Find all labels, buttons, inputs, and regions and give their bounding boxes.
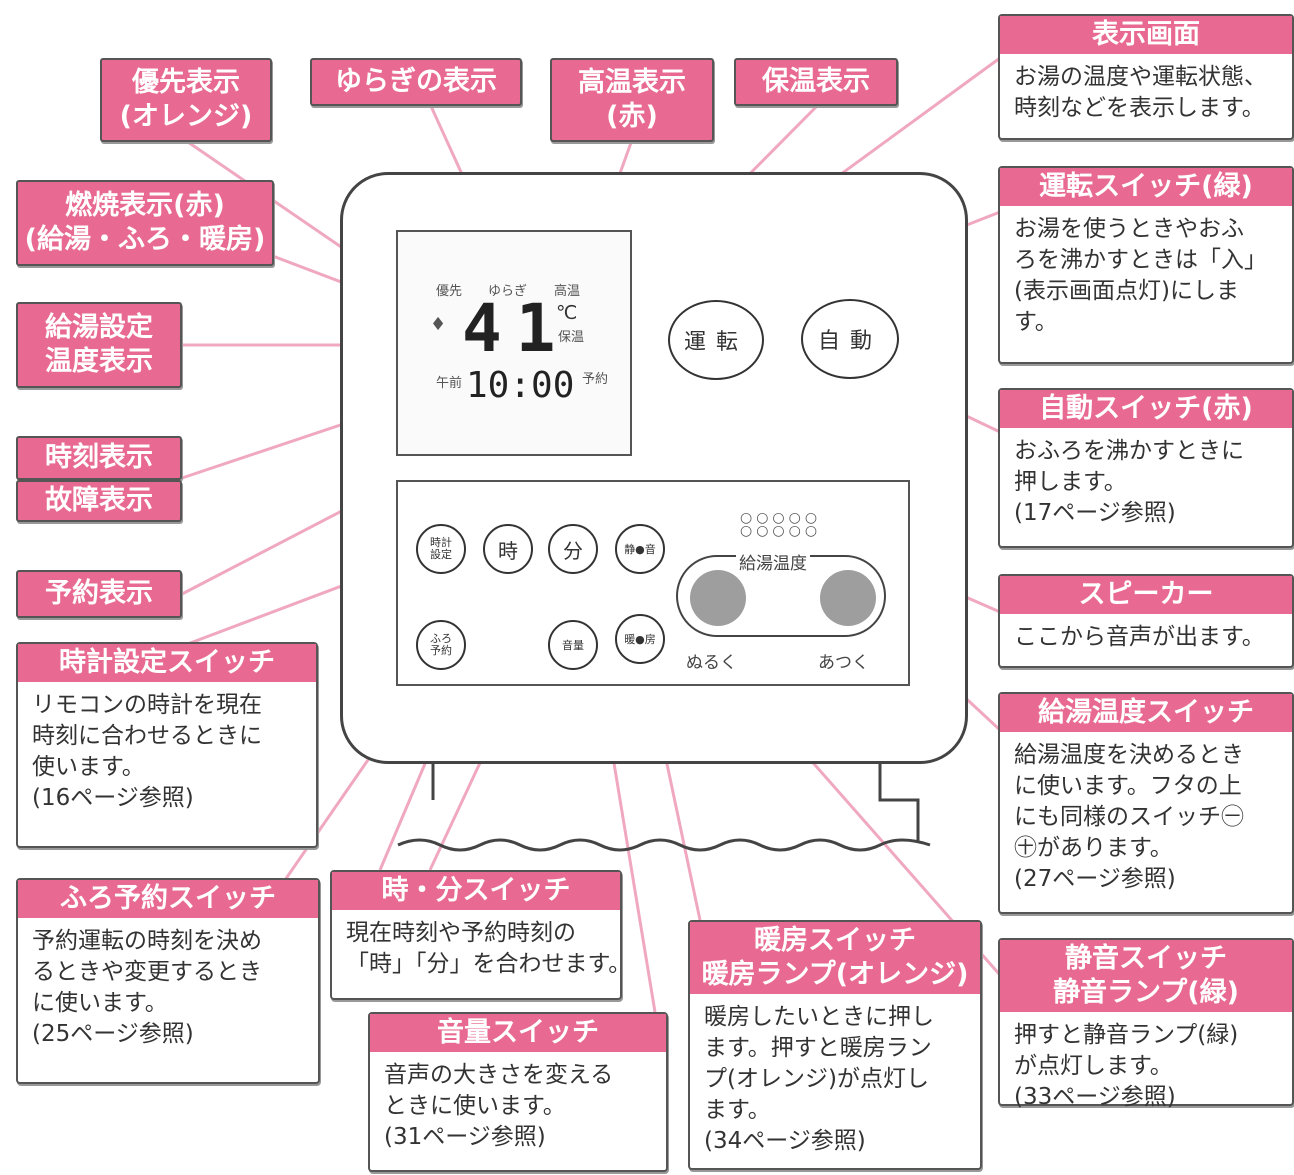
- tag-error-display: 故障表示: [16, 480, 182, 522]
- bath-reservation-button[interactable]: ふろ 予約: [416, 620, 466, 670]
- display-screen: 優先 ゆらぎ 高温 ♦ 41 ℃ 保温 午前 10:00 予約: [396, 230, 632, 456]
- hour-button[interactable]: 時: [483, 524, 533, 574]
- callout-volume-switch: 音量スイッチ 音声の大きさを変える ときに使います。 (31ページ参照): [368, 1012, 668, 1172]
- lcd-priority: 優先: [436, 284, 463, 299]
- volume-button[interactable]: 音量: [548, 620, 598, 670]
- flame-icon: ♦: [430, 314, 447, 335]
- lcd-celsius: ℃: [556, 302, 578, 324]
- callout-operation-switch: 運転スイッチ(緑) お湯を使うときやおふ ろを沸かすときは「入」 (表示画面点灯…: [998, 166, 1294, 364]
- lcd-reservation: 予約: [582, 372, 609, 387]
- lcd-yuragi: ゆらぎ: [488, 284, 528, 299]
- heating-button[interactable]: 暖●房: [615, 614, 665, 664]
- temp-up-button[interactable]: [820, 570, 876, 626]
- temp-down-button[interactable]: [690, 570, 746, 626]
- callout-clock-setting-switch: 時計設定スイッチ リモコンの時計を現在 時刻に合わせるときに 使います。 (16…: [16, 642, 318, 848]
- clock-set-button[interactable]: 時計 設定: [416, 524, 466, 574]
- tag-yuragi-display: ゆらぎの表示: [310, 58, 522, 106]
- callout-speaker: スピーカー ここから音声が出ます。: [998, 574, 1294, 668]
- callout-hour-minute-switch: 時・分スイッチ 現在時刻や予約時刻の 「時」「分」を合わせます。: [330, 870, 631, 1000]
- callout-silent-switch: 静音スイッチ 静音ランプ(緑) 押すと静音ランプ(緑) が点灯します。 (33ペ…: [998, 938, 1294, 1110]
- callout-display-screen: 表示画面 お湯の温度や運転状態、 時刻などを表示します。: [998, 14, 1294, 140]
- tag-temp-setting-display: 給湯設定温度表示: [16, 302, 182, 388]
- lcd-temperature: 41: [462, 290, 570, 367]
- tag-high-temp-display: 高温表示(赤): [550, 58, 714, 142]
- tag-time-display: 時刻表示: [16, 436, 182, 480]
- lcd-high-temp: 高温: [554, 284, 581, 299]
- speaker-grille: ○○○○○ ○○○○○: [740, 510, 822, 539]
- button-panel: [396, 480, 910, 686]
- callout-auto-switch: 自動スイッチ(赤) おふろを沸かすときに 押します。 (17ページ参照): [998, 388, 1294, 548]
- tag-reservation-display: 予約表示: [16, 570, 182, 618]
- tag-keep-warm-display: 保温表示: [734, 58, 898, 106]
- silent-button[interactable]: 静●音: [615, 524, 665, 574]
- tag-priority-display: 優先表示(オレンジ): [100, 58, 272, 142]
- cooler-label: ぬるく: [686, 653, 737, 673]
- operation-button[interactable]: 運転: [668, 300, 764, 380]
- auto-button[interactable]: 自動: [801, 299, 899, 379]
- callout-heating-switch: 暖房スイッチ 暖房ランプ(オレンジ) 暖房したいときに押し ます。押すと暖房ラン…: [688, 920, 982, 1170]
- hot-water-temp-label: 給湯温度: [736, 549, 810, 574]
- lcd-time: 10:00: [466, 365, 575, 406]
- callout-bath-reservation-switch: ふろ予約スイッチ 予約運転の時刻を決め るときや変更するとき に使います。 (2…: [16, 878, 320, 1084]
- lcd-keep-warm: 保温: [558, 330, 585, 345]
- callout-hot-water-temp-switch: 給湯温度スイッチ 給湯温度を決めるとき に使います。フタの上 にも同様のスイッチ…: [998, 692, 1294, 914]
- hot-water-temp-switch: [676, 555, 886, 637]
- tag-combustion-display: 燃焼表示(赤)(給湯・ふろ・暖房): [16, 180, 274, 266]
- minute-button[interactable]: 分: [548, 524, 598, 574]
- hotter-label: あつく: [818, 653, 869, 673]
- lcd-am: 午前: [436, 376, 463, 391]
